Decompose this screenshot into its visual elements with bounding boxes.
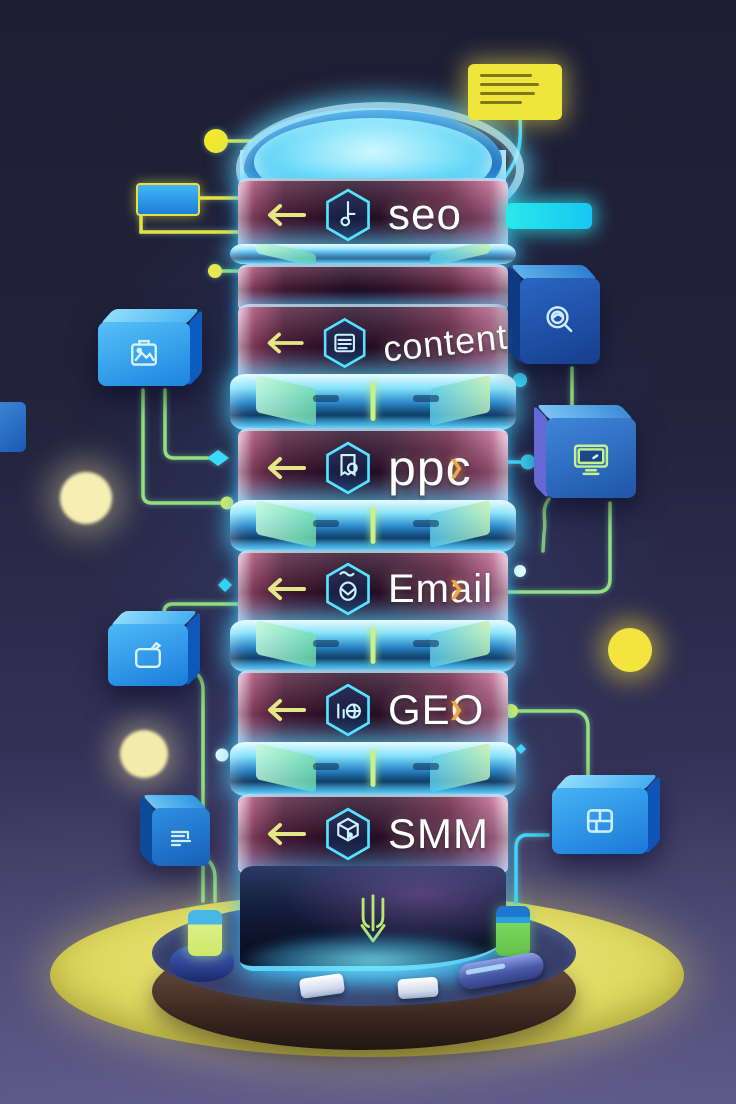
sticky-note-icon <box>468 64 562 120</box>
grid-gallery-icon <box>586 809 614 833</box>
glass-ring <box>230 620 516 672</box>
layer-band-seo: seo <box>238 178 508 253</box>
side-arrow-marker: ❯ <box>448 457 464 479</box>
chip-prop <box>397 976 439 1000</box>
left-arrow-icon <box>267 332 304 354</box>
monitor-icon <box>573 444 609 476</box>
document-hex-icon <box>323 317 366 369</box>
ring-rod <box>370 627 376 664</box>
separator-rim <box>230 244 516 264</box>
left-arrow-icon <box>268 204 306 226</box>
layer-label-seo: seo <box>388 190 462 239</box>
canister-prop <box>188 910 222 956</box>
ring-rod <box>370 507 376 544</box>
ring-rod <box>370 381 376 422</box>
ring-rod <box>370 749 376 788</box>
layer-band-smm: SMM <box>238 794 508 875</box>
layer-band-content: content <box>238 304 510 383</box>
list-lines-icon <box>170 830 192 847</box>
glow-dot <box>60 472 112 524</box>
left-arrow-icon <box>268 699 306 721</box>
layer-band-email: Email ❯ <box>238 550 508 629</box>
chat-pen-icon <box>135 642 161 668</box>
partial-cube-left-edge <box>0 402 26 452</box>
network-cube-hex-icon <box>326 807 370 861</box>
cube-clipboard <box>98 309 202 387</box>
glow-dot <box>608 628 652 672</box>
receipt-coin-hex-icon <box>326 441 370 495</box>
layer-label-smm: SMM <box>388 810 489 857</box>
analytics-globe-hex-icon <box>326 683 370 737</box>
layer-band-ppc: ppc ❯ <box>238 428 508 509</box>
left-arrow-icon <box>268 823 306 845</box>
side-arrow-marker: ❯ <box>448 578 464 600</box>
layer-band-geo: GEO ❯ <box>238 670 508 751</box>
layer-label-content: content <box>381 315 510 370</box>
left-arrow-icon <box>268 578 306 600</box>
layer-label-email: Email <box>388 566 494 611</box>
glass-ring <box>230 742 516 796</box>
cube-list <box>140 795 210 867</box>
layer-label-geo: GEO <box>388 686 485 733</box>
cyan-pill-icon <box>506 203 592 229</box>
clipboard-image-icon <box>131 339 157 366</box>
canister-prop <box>496 906 530 956</box>
layer-label-ppc: ppc <box>388 440 472 496</box>
cube-grid <box>552 775 660 855</box>
glass-ring <box>230 500 516 552</box>
tag-chip-icon <box>136 183 200 216</box>
side-arrow-marker: ❯ <box>448 699 464 721</box>
key-hex-icon <box>326 188 370 242</box>
glass-ring <box>230 374 516 430</box>
left-arrow-icon <box>268 457 306 479</box>
envelope-hex-icon <box>326 562 370 616</box>
search-radar-icon <box>546 306 573 333</box>
glow-dot <box>120 730 168 778</box>
cube-search <box>508 265 600 365</box>
cube-monitor <box>534 405 636 499</box>
cube-chat <box>108 611 200 687</box>
